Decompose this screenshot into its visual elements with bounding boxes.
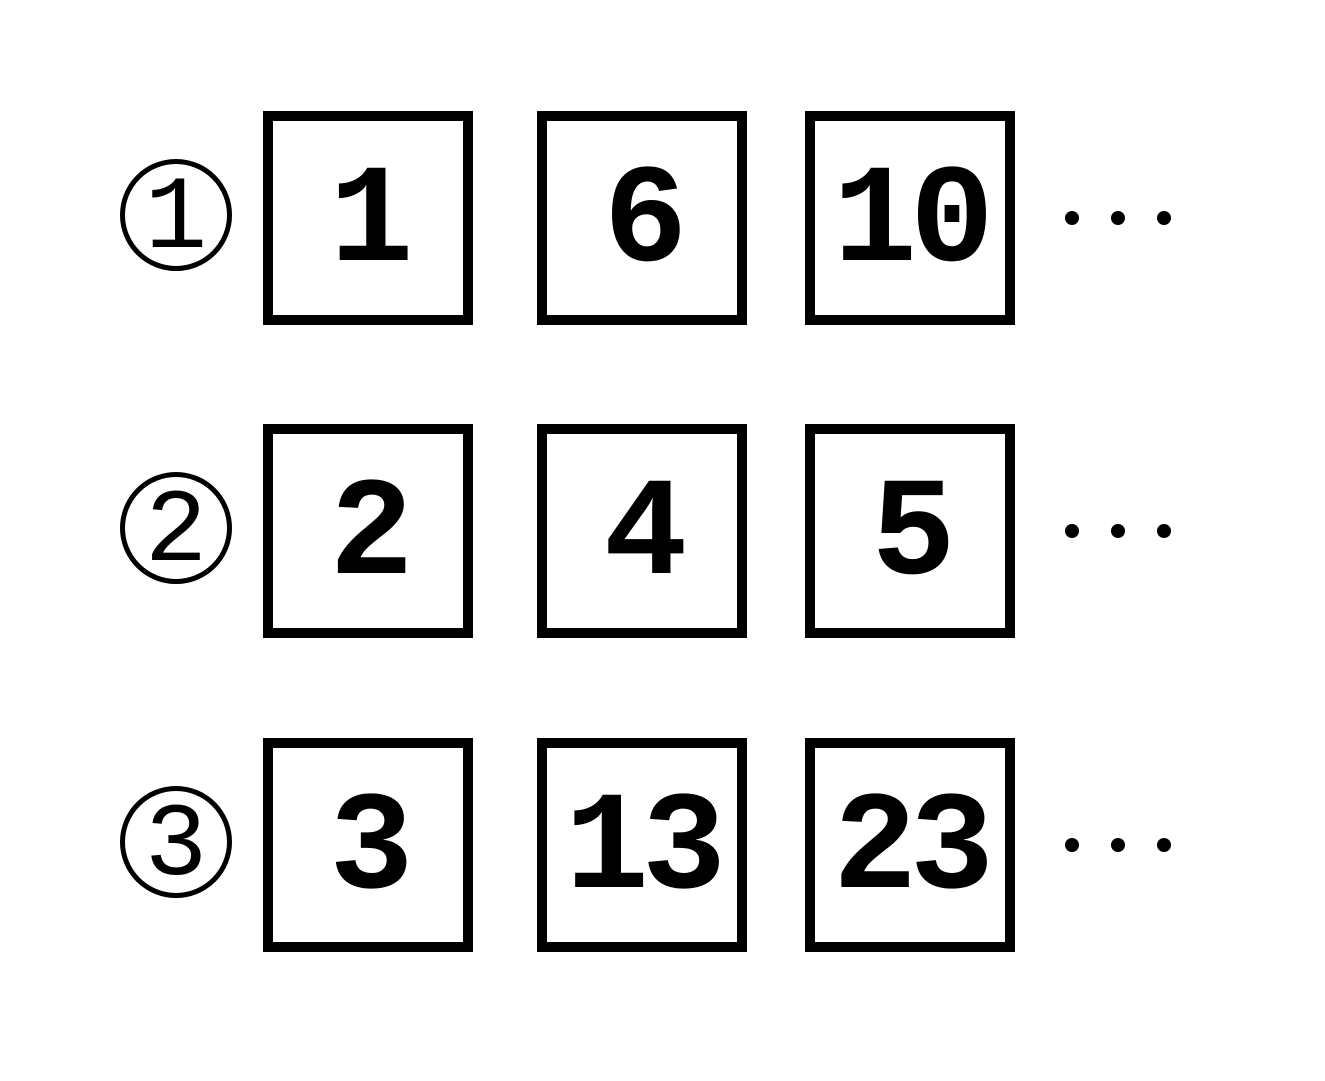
box-value: 5 xyxy=(871,457,955,616)
row-2-label: 2 xyxy=(144,474,208,592)
dot xyxy=(1065,211,1079,225)
dot xyxy=(1157,211,1171,225)
box-value: 1 xyxy=(329,144,413,303)
row-1-circled-number: 1 xyxy=(120,159,232,279)
number-box: 2 xyxy=(263,424,473,638)
number-box: 3 xyxy=(263,738,473,952)
number-box: 4 xyxy=(537,424,747,638)
row-3-label: 3 xyxy=(144,788,208,906)
number-box: 1 xyxy=(263,111,473,325)
dot xyxy=(1157,838,1171,852)
box-value: 13 xyxy=(564,771,726,930)
ellipsis-icon xyxy=(1065,524,1171,538)
box-value: 2 xyxy=(329,457,413,616)
box-value: 10 xyxy=(832,144,994,303)
dot xyxy=(1065,524,1079,538)
dot xyxy=(1111,211,1125,225)
number-box: 10 xyxy=(805,111,1015,325)
number-box: 13 xyxy=(537,738,747,952)
dot xyxy=(1065,838,1079,852)
sequence-row-2: 2 2 4 5 xyxy=(0,424,1325,638)
dot xyxy=(1111,838,1125,852)
box-value: 23 xyxy=(832,771,994,930)
ellipsis-icon xyxy=(1065,211,1171,225)
ellipsis-icon xyxy=(1065,838,1171,852)
row-2-circled-number: 2 xyxy=(120,472,232,592)
number-box: 23 xyxy=(805,738,1015,952)
row-3-circled-number: 3 xyxy=(120,786,232,906)
sequence-row-1: 1 1 6 10 xyxy=(0,111,1325,325)
box-value: 3 xyxy=(329,771,413,930)
row-1-label: 1 xyxy=(144,161,208,279)
sequence-row-3: 3 3 13 23 xyxy=(0,738,1325,952)
dot xyxy=(1157,524,1171,538)
box-value: 6 xyxy=(603,144,687,303)
number-box: 6 xyxy=(537,111,747,325)
dot xyxy=(1111,524,1125,538)
box-value: 4 xyxy=(603,457,687,616)
number-box: 5 xyxy=(805,424,1015,638)
